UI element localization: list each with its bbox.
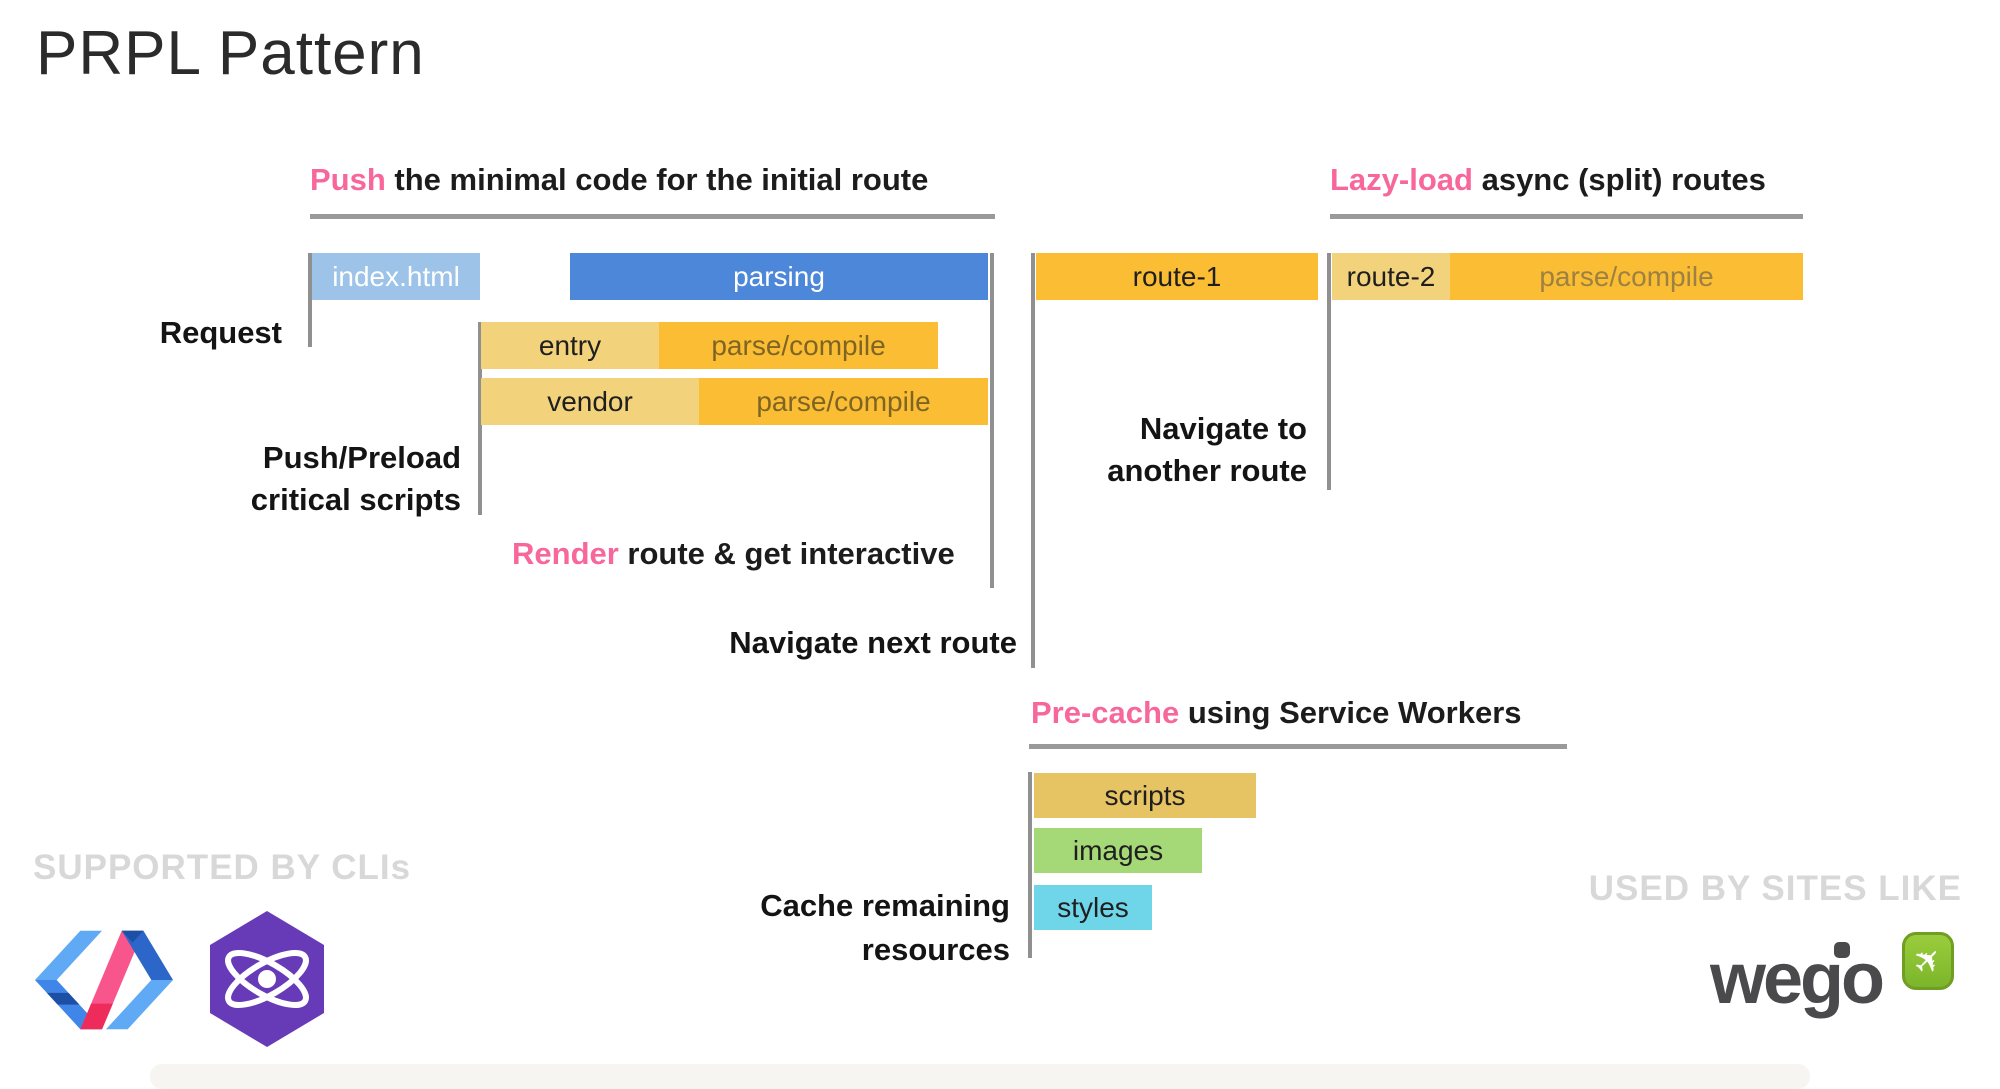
watermark-supported-by-clis: SUPPORTED BY CLIs xyxy=(33,848,412,887)
heading-pre-cache-highlight: Pre-cache xyxy=(1031,695,1180,730)
wego-g-dot xyxy=(1834,942,1850,958)
bar-entry-parse-compile: parse/compile xyxy=(659,322,938,369)
watermark-used-by-sites-like: USED BY SITES LIKE xyxy=(1588,869,1962,908)
underline-lazy-load xyxy=(1330,214,1803,219)
bar-images: images xyxy=(1034,828,1202,873)
underline-push xyxy=(310,214,995,219)
bar-route-1: route-1 xyxy=(1036,253,1318,300)
bar-route-2: route-2 xyxy=(1332,253,1450,300)
heading-push-rest: the minimal code for the initial route xyxy=(385,162,929,197)
bar-styles: styles xyxy=(1034,885,1152,930)
wego-logo-text: wego xyxy=(1710,939,1885,1019)
bar-entry: entry xyxy=(481,322,659,369)
bar-route-2-parse-compile: parse/compile xyxy=(1450,253,1803,300)
label-request: Request xyxy=(159,315,282,350)
wego-airplane-icon: ✈ xyxy=(1903,936,1953,986)
heading-pre-cache-rest: using Service Workers xyxy=(1179,695,1522,730)
bar-vendor: vendor xyxy=(481,378,699,425)
polymer-logo-icon xyxy=(35,928,173,1032)
marker-line-cache xyxy=(1028,772,1032,958)
bar-index-html: index.html xyxy=(312,253,480,300)
label-cache-remaining-line1: Cache remaining xyxy=(760,888,1010,923)
label-navigate-another: Navigate to another route xyxy=(1060,408,1307,492)
label-push-preload-line2: critical scripts xyxy=(250,482,461,517)
bar-vendor-parse-compile: parse/compile xyxy=(699,378,988,425)
marker-line-render xyxy=(990,253,994,588)
bar-parsing: parsing xyxy=(570,253,988,300)
page-title: PRPL Pattern xyxy=(36,19,425,88)
label-navigate-next: Navigate next route xyxy=(729,625,1017,660)
bar-scripts: scripts xyxy=(1034,773,1256,818)
underline-pre-cache xyxy=(1029,744,1567,749)
label-push-preload-line1: Push/Preload xyxy=(262,440,461,475)
label-navigate-another-line1: Navigate to xyxy=(1139,411,1307,446)
preact-logo-svg xyxy=(210,911,324,1047)
label-cache-remaining-line2: resources xyxy=(861,932,1010,967)
heading-lazy-load-highlight: Lazy-load xyxy=(1330,162,1473,197)
heading-lazy-load-rest: async (split) routes xyxy=(1472,162,1766,197)
heading-push-highlight: Push xyxy=(310,162,386,197)
heading-pre-cache: Pre-cache using Service Workers xyxy=(1031,695,1522,731)
bottom-faint-strip xyxy=(150,1064,1810,1089)
heading-render-rest: route & get interactive xyxy=(618,536,955,571)
label-push-preload: Push/Preload critical scripts xyxy=(160,437,461,521)
wego-badge: ✈ xyxy=(1902,932,1954,990)
heading-render-highlight: Render xyxy=(512,536,619,571)
marker-line-navigate-another xyxy=(1327,253,1331,490)
marker-line-push-preload xyxy=(478,322,482,515)
heading-push: Push the minimal code for the initial ro… xyxy=(310,162,928,198)
heading-lazy-load: Lazy-load async (split) routes xyxy=(1330,162,1766,198)
heading-render: Render route & get interactive xyxy=(512,536,955,572)
polymer-logo-svg xyxy=(35,930,173,1030)
label-navigate-another-line2: another route xyxy=(1107,453,1307,488)
preact-logo-icon xyxy=(203,908,331,1050)
marker-line-request xyxy=(308,253,312,347)
label-cache-remaining: Cache remaining resources xyxy=(700,884,1010,972)
marker-line-navigate-next xyxy=(1031,253,1035,668)
